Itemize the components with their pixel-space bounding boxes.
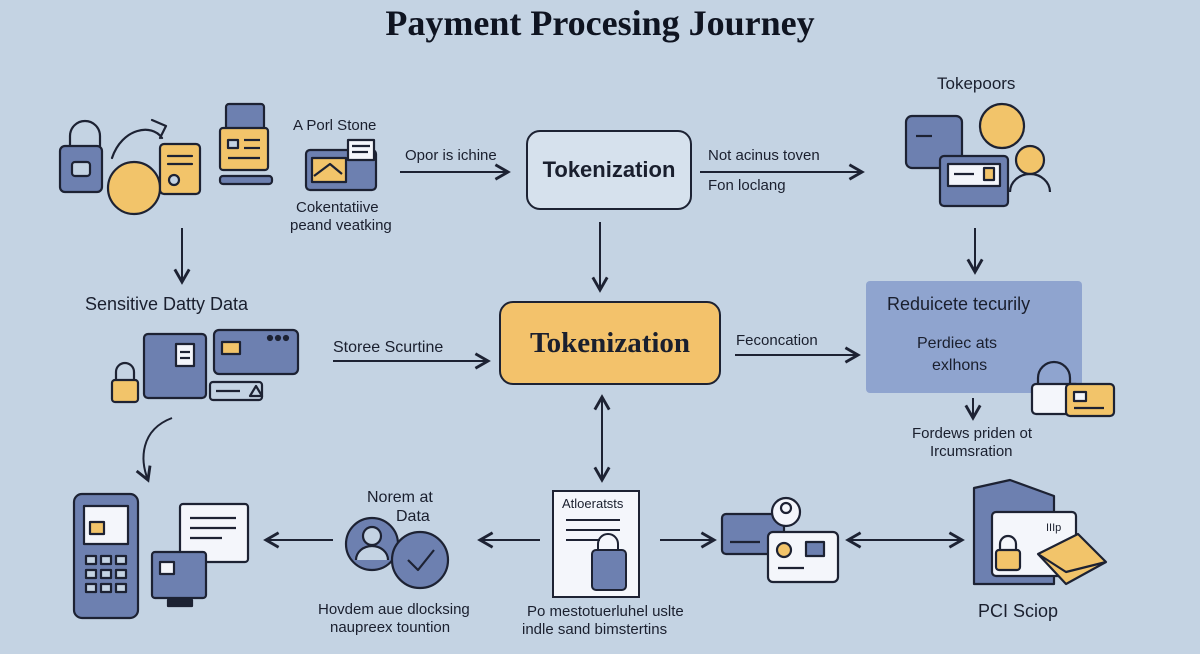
po-label-1: Po mestotuerluhel uslte	[527, 603, 684, 620]
document-lock-icon	[566, 519, 627, 591]
fordews-label-2: Ircumsration	[930, 443, 1013, 460]
tokepoors-label: Tokepoors	[937, 74, 1016, 93]
arrow-label-not: Not acinus toven	[708, 147, 820, 164]
card-terminal-icon	[304, 138, 378, 192]
user-devices-icon	[904, 102, 1052, 208]
diagram-title: Payment Procesing Journey	[385, 3, 815, 43]
sensitive-cards-icon	[110, 328, 300, 404]
reduce-security-box	[866, 281, 1082, 393]
sensitive-data-label: Sensitive Datty Data	[85, 294, 249, 314]
tokenization-node-center: Tokenization	[499, 301, 721, 385]
feconcation-label: Feconcation	[736, 332, 818, 349]
user-check-icon	[344, 516, 450, 590]
atloerats-label: Atloeratsts	[562, 496, 624, 511]
lock-and-user-icon	[58, 118, 202, 216]
reduce-title: Reduicete tecurily	[887, 294, 1031, 314]
arrow-label-fon: Fon loclang	[708, 177, 786, 194]
pos-computer-icon	[218, 102, 274, 186]
pci-scope-label: PCI Sciop	[978, 601, 1059, 621]
pci-folder-icon	[972, 478, 1108, 586]
norem-label-2: Data	[396, 508, 430, 525]
hovdem-label-1: Hovdem aue dlocksing	[318, 601, 470, 618]
tokenization-node-top: Tokenization	[526, 130, 692, 210]
reduce-sub-2: exlhons	[932, 357, 988, 374]
id-card-icon	[720, 496, 840, 584]
arrow-curve-down	[135, 417, 173, 483]
fordews-label-1: Fordews priden ot	[912, 425, 1033, 442]
arrow-label-opor: Opor is ichine	[405, 147, 497, 164]
pci-card-label: IIIp	[1046, 522, 1062, 534]
store-scurtine-label: Storee Scurtine	[333, 339, 444, 356]
reduce-sub-1: Perdiec ats	[917, 335, 998, 352]
store-caption-1: Cokentatiive	[296, 199, 379, 216]
lock-card-icon	[1030, 360, 1116, 418]
store-caption-2: peand veatking	[290, 217, 392, 234]
hovdem-label-2: naupreex tountion	[330, 619, 451, 636]
norem-label-1: Norem at	[367, 489, 433, 506]
po-label-2: indle sand bimstertins	[522, 621, 668, 638]
store-label: A Porl Stone	[293, 117, 377, 134]
pos-terminal-icon	[72, 492, 250, 620]
